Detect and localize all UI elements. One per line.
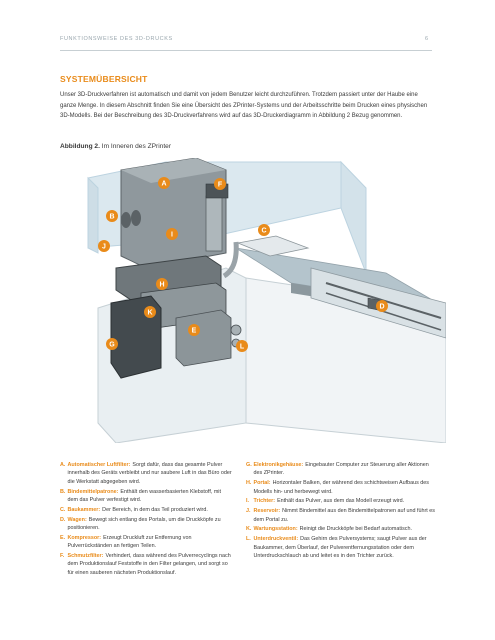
svg-text:B: B <box>109 214 114 221</box>
svg-text:G: G <box>109 342 115 349</box>
marker-k: K <box>144 306 156 318</box>
header-rule <box>60 50 432 51</box>
marker-l: L <box>236 340 248 352</box>
legend-item-a: A.Automatischer Luftfilter:Sorgt dafür, … <box>60 462 232 485</box>
marker-a: A <box>158 177 170 189</box>
compressor-box <box>175 309 242 367</box>
marker-f: F <box>214 178 226 190</box>
svg-text:K: K <box>147 310 152 317</box>
legend-item-d: D.Wagen:Bewegt sich entlang des Portals,… <box>60 516 221 532</box>
svg-text:A: A <box>161 181 166 188</box>
vacuum-pipe <box>222 241 239 279</box>
legend-item-b: B.Bindemittelpatrone:Enthält den wasserb… <box>60 488 222 504</box>
svg-text:E: E <box>192 328 197 335</box>
legend-item-c: C.Baukammer:Der Bereich, in dem das Teil… <box>60 506 208 513</box>
intro-paragraph: Unser 3D-Druckverfahren ist automatisch … <box>60 92 428 119</box>
powder-grid-tray <box>236 235 310 257</box>
legend-item-g: G.Elektronikgehäuse:Eingebauter Computer… <box>246 462 429 477</box>
svg-text:L: L <box>240 344 245 351</box>
marker-g: G <box>106 338 118 350</box>
svg-text:H: H <box>159 282 164 289</box>
legend-item-h: H.Portal:Horizontaler Balken, der währen… <box>246 480 429 495</box>
legend-item-i: I.Trichter:Enthält das Pulver, aus dem d… <box>246 498 405 505</box>
page-header: FUNKTIONSWEISE DES 3D-DRUCKS 6 <box>0 0 495 56</box>
page-number: 6 <box>425 36 429 42</box>
marker-e: E <box>188 324 200 336</box>
filter-duct <box>205 183 229 252</box>
marker-i: I <box>166 228 178 240</box>
marker-c: D <box>376 300 388 312</box>
svg-text:I: I <box>171 232 173 239</box>
svg-text:D: D <box>379 304 384 311</box>
svg-text:F: F <box>218 182 223 189</box>
legend-left: A.Automatischer Luftfilter:Sorgt dafür, … <box>60 461 232 579</box>
legend-right: G.Elektronikgehäuse:Eingebauter Computer… <box>246 461 436 562</box>
header-title: FUNKTIONSWEISE DES 3D-DRUCKS <box>60 36 173 42</box>
svg-text:J: J <box>102 244 106 251</box>
printer-diagram: A B D E F G H I J K L C <box>87 158 446 443</box>
legend-item-f: F.Schmutzfilter:Verhindert, dass während… <box>60 553 231 576</box>
marker-j: J <box>98 240 110 252</box>
legend-item-j: J.Reservoir:Nimmt Bindemittel aus den Bi… <box>246 508 435 523</box>
legend-item-e: E.Kompressor:Erzeugt Druckluft zur Entfe… <box>60 534 192 550</box>
marker-b: B <box>106 210 118 222</box>
section-title: SYSTEMÜBERSICHT <box>60 74 148 84</box>
svg-text:C: C <box>261 228 266 235</box>
legend-item-l: L.Unterdruckventil:Das Gehirn des Pulver… <box>246 536 427 560</box>
figure-caption-text: Im Inneren des ZPrinter <box>99 143 172 150</box>
legend-item-k: K.Wartungsstation:Reinigt die Druckköpfe… <box>246 526 412 533</box>
hopper-unit <box>120 158 227 269</box>
marker-d: C <box>258 224 270 236</box>
marker-h: H <box>156 278 168 290</box>
figure-caption: Abbildung 2. Im Inneren des ZPrinter <box>60 143 171 150</box>
callout-markers: A B D E F G H I J K L C <box>98 177 388 352</box>
figure-caption-label: Abbildung 2. <box>60 143 100 150</box>
